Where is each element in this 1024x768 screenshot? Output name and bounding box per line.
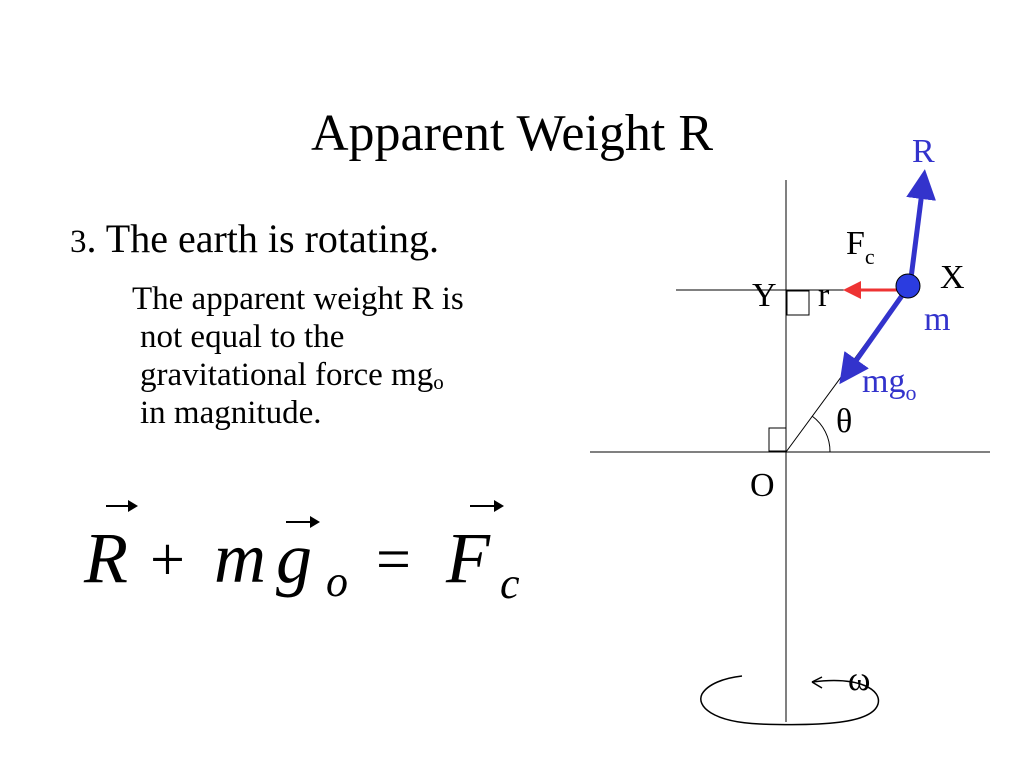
label-Fc: Fc	[846, 225, 875, 269]
point-text: . The earth is rotating.	[86, 216, 440, 261]
explanation-line-3-main: gravitational force mg	[140, 357, 434, 393]
label-mgo: mgo	[862, 363, 916, 405]
label-Y: Y	[752, 277, 777, 314]
bullet-point: 3. The earth is rotating.	[70, 214, 439, 267]
explanation-line-4: in magnitude.	[140, 395, 322, 431]
vector-equation: R + m g o = F c	[83, 500, 520, 608]
label-X: X	[940, 259, 965, 296]
label-r: r	[818, 277, 830, 314]
equation-m: m	[214, 518, 266, 598]
theta-arc	[811, 415, 831, 453]
label-O: O	[750, 467, 775, 504]
mass-m	[895, 273, 921, 299]
equation-equals: =	[376, 526, 411, 594]
explanation-line-3: gravitational force mgo	[132, 356, 602, 394]
R-vector	[906, 169, 936, 287]
equation-F: F	[445, 518, 491, 598]
equation-F-subscript: c	[500, 559, 520, 608]
explanation-line-1: The apparent weight R is	[132, 281, 464, 317]
label-mg-subscript: o	[905, 380, 916, 405]
point-number: 3	[70, 224, 87, 260]
label-R: R	[912, 133, 935, 170]
label-F: F	[846, 225, 865, 262]
rotation-arrowhead	[811, 676, 823, 689]
right-angle-marker-Y	[786, 290, 810, 316]
right-angle-marker-O	[768, 427, 787, 452]
equation-g: g	[276, 518, 312, 598]
explanation-line-2: not equal to the	[140, 319, 345, 355]
mg-vector	[839, 288, 909, 385]
explanation-text: The apparent weight R is not equal to th…	[132, 280, 602, 432]
equation-R: R	[83, 518, 128, 598]
equation-g-subscript: o	[326, 557, 348, 606]
equation-plus: +	[150, 526, 185, 594]
rotation-ellipse	[700, 675, 880, 726]
R-vector-arrow	[106, 500, 138, 512]
F-vector-arrow	[470, 500, 504, 512]
label-mg: mg	[862, 363, 905, 400]
slide-title: Apparent Weight R	[310, 105, 714, 162]
label-m: m	[924, 301, 950, 338]
g-vector-arrow	[286, 516, 320, 528]
explanation-line-3-sub: o	[433, 370, 444, 394]
label-omega: ω	[848, 661, 870, 698]
label-F-subscript: c	[865, 244, 875, 269]
label-theta: θ	[836, 403, 852, 440]
